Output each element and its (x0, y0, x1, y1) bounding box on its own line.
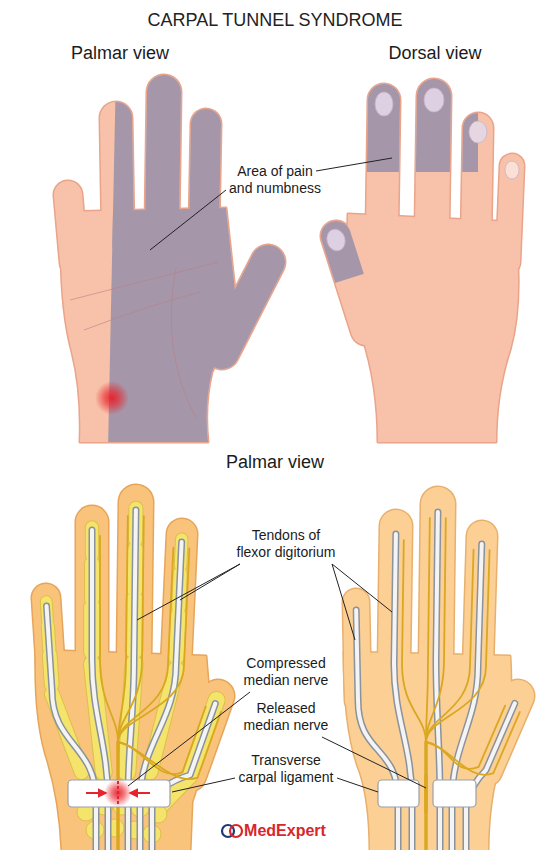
finger (116, 118, 118, 232)
finger (204, 124, 206, 230)
part-label: Compressed median nerve (241, 655, 331, 689)
nerve-branch (118, 548, 189, 742)
nerve-branch (118, 516, 128, 742)
leader-line (150, 190, 226, 250)
nerve-branch (118, 516, 144, 742)
nerve-branch (402, 540, 426, 742)
view-heading: Palmar view (175, 452, 375, 474)
nerve-branch (100, 536, 118, 742)
view-heading: Palmar view (20, 43, 220, 65)
finger-outline (382, 100, 384, 230)
leader-line (337, 778, 378, 792)
finger (382, 100, 384, 230)
finger (68, 195, 74, 262)
callout-label: Area of pain and numbness (227, 163, 323, 197)
nerve-trunk (424, 776, 428, 812)
leader-line (322, 737, 426, 788)
leader-lines (128, 158, 426, 792)
leader-line (332, 564, 392, 612)
palm-crease (84, 292, 200, 330)
nerve-branch (426, 712, 520, 775)
finger-outline (162, 92, 164, 226)
finger (162, 92, 164, 226)
finger-outline (432, 96, 434, 228)
finger (508, 166, 512, 262)
nerve-trunk (424, 742, 428, 850)
nerve-branch (118, 707, 206, 775)
hand-released (344, 504, 520, 850)
nerve-branch (426, 518, 430, 742)
leader-line (332, 564, 355, 640)
finger-outline (68, 195, 74, 262)
nerve-branch (118, 712, 221, 779)
numb-area (382, 96, 478, 240)
part-label: Tendons of flexor digitorium (234, 527, 338, 561)
logo-text: MedExpert (185, 821, 385, 840)
finger (68, 195, 74, 262)
nerve-branch (426, 550, 490, 742)
part-label: Transverse carpal ligament (236, 752, 336, 786)
finger (222, 262, 268, 352)
compression-spot (104, 779, 132, 807)
pressure-arrow (86, 792, 106, 794)
finger (116, 118, 118, 232)
finger-outline (204, 124, 206, 230)
leader-line (172, 778, 235, 792)
finger-outline (476, 128, 478, 240)
hand-compressed (36, 502, 221, 850)
leader-line (137, 564, 240, 620)
leader-line (128, 692, 250, 786)
fingernail (324, 227, 348, 253)
finger (432, 96, 434, 228)
finger (382, 100, 384, 230)
fingernail (424, 88, 444, 112)
pressure-arrow (130, 792, 150, 794)
numb-area (61, 92, 268, 442)
palm-crease (171, 268, 196, 418)
pain-spot (95, 381, 129, 415)
tendon (466, 703, 515, 850)
logo-mark (222, 825, 242, 837)
logo-ring (230, 825, 242, 837)
median-nerve (402, 518, 520, 850)
tendon-outline (466, 703, 515, 850)
leader-line (316, 158, 392, 171)
palm-crease (70, 262, 218, 300)
nerve-branch (426, 706, 505, 769)
part-label: Released median nerve (241, 700, 331, 734)
fingernail (375, 92, 393, 116)
flexor-tendons (47, 510, 216, 850)
carpal-ligament (378, 780, 419, 807)
finger (204, 124, 206, 230)
diagram-title: CARPAL TUNNEL SYNDROME (0, 10, 550, 32)
dorsal-hand (324, 88, 519, 442)
nerve-branch (426, 518, 446, 742)
finger (162, 92, 164, 226)
flexor-tendons (356, 512, 515, 850)
finger (476, 128, 478, 240)
finger (476, 128, 478, 240)
finger-outline (116, 118, 118, 232)
compression-line (117, 781, 119, 806)
fingernail (505, 161, 519, 179)
carpal-ligament (433, 780, 476, 807)
view-heading: Dorsal view (335, 43, 535, 65)
finger-outline (508, 166, 512, 262)
fingernail (469, 121, 487, 143)
carpal-ligament (68, 780, 170, 807)
palmar-hand (61, 92, 268, 442)
finger (432, 96, 434, 228)
